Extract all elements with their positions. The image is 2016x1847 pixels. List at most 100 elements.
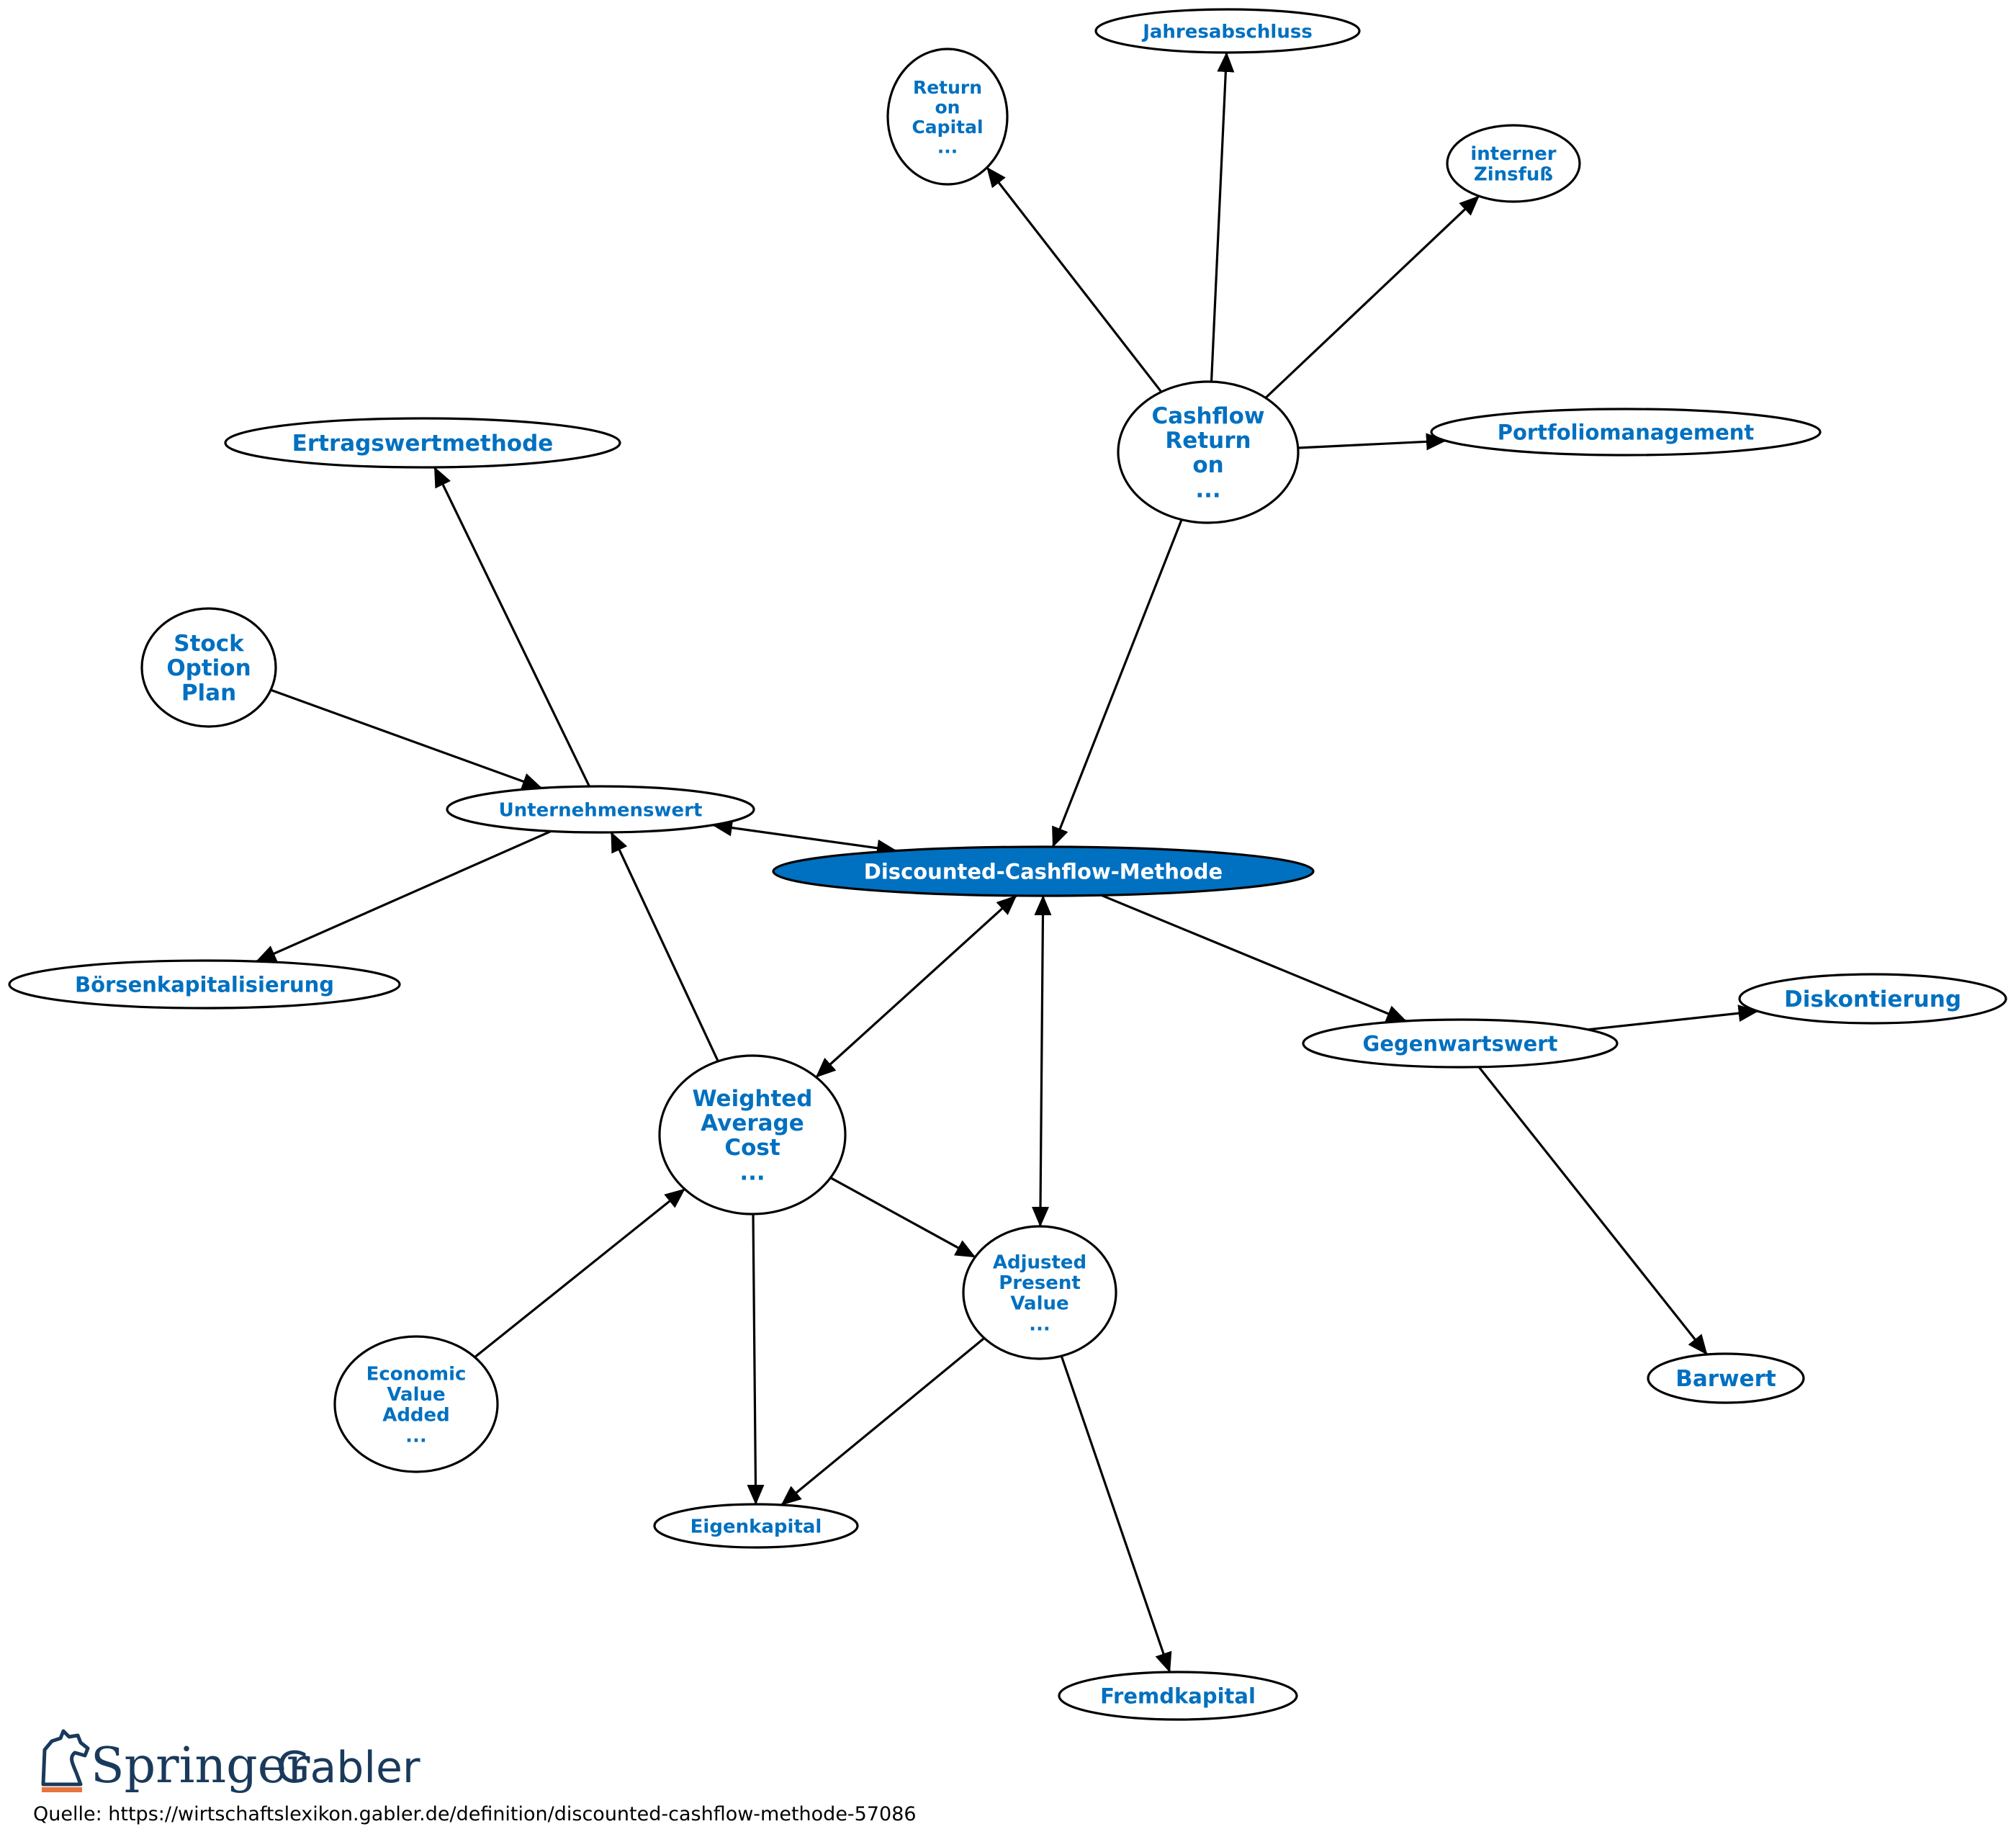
node-label: Fremdkapital [1100,1684,1256,1708]
node-ellipse [140,607,277,728]
node-ellipse [1430,408,1822,457]
node-label: Ertragswertmethode [292,431,554,457]
node-label: Capital [912,117,983,138]
node-dcf[interactable]: Discounted-Cashflow-Methode [772,845,1315,897]
node-label: Zinsfuß [1474,164,1553,186]
edge-uw-boerse [256,830,552,963]
node-label: Option [166,655,251,681]
node-label: on [1192,452,1223,478]
node-cfroi[interactable]: CashflowReturnon... [1117,380,1300,524]
node-label: Jahresabschluss [1141,21,1313,42]
node-ellipse [886,48,1009,186]
node-label: on [935,96,960,117]
node-label: Börsenkapitalisierung [75,972,334,997]
node-label: Value [387,1384,445,1406]
node-ellipse [8,959,401,1010]
node-boerse[interactable]: Börsenkapitalisierung [8,959,401,1010]
node-gegen[interactable]: Gegenwartswert [1302,1018,1619,1069]
node-roc[interactable]: ReturnonCapital... [886,48,1009,186]
node-ellipse [446,785,755,834]
knight-logo-icon [41,1729,90,1792]
node-uw[interactable]: Unternehmenswert [446,785,755,834]
node-label: interner [1470,143,1556,165]
node-label: ... [1029,1313,1050,1335]
edge-gegen-barwert [1477,1066,1709,1356]
node-ellipse [333,1335,499,1473]
node-jahres[interactable]: Jahresabschluss [1094,8,1361,54]
node-label: Adjusted [993,1251,1086,1273]
edge-apv-eigen [780,1337,986,1506]
node-label: Plan [181,680,236,706]
node-label: Cost [724,1135,780,1161]
node-ellipse [653,1503,859,1549]
nodes: Discounted-Cashflow-MethodeCashflowRetur… [8,8,2007,1721]
node-ellipse [224,417,621,469]
node-label: Eigenkapital [690,1516,822,1537]
node-ellipse [1117,380,1300,524]
node-ellipse [1647,1352,1805,1404]
edge-cfroi-jahres [1210,52,1235,382]
node-label: Barwert [1675,1366,1776,1392]
edge-eva-wacc [474,1188,685,1359]
node-apv[interactable]: AdjustedPresentValue... [962,1225,1117,1360]
node-eigen[interactable]: Eigenkapital [653,1503,859,1549]
edge-cfroi-izf [1264,195,1480,399]
node-label: Cashflow [1151,403,1264,429]
node-label: ... [739,1159,765,1185]
node-label: Portfoliomanagement [1498,420,1755,444]
node-label: Unternehmenswert [499,799,703,821]
edge-stock-uw [270,688,543,790]
edge-gegen-diskont [1588,1005,1759,1031]
node-ellipse [1302,1018,1619,1069]
node-label: Weighted [692,1086,812,1112]
node-eva[interactable]: EconomicValueAdded... [333,1335,499,1473]
edges [256,52,1759,1673]
edge-cfroi-roc [986,166,1163,393]
node-ertrag[interactable]: Ertragswertmethode [224,417,621,469]
source-text: Quelle: https://wirtschaftslexikon.gable… [33,1803,917,1825]
node-diskont[interactable]: Diskontierung [1738,973,2007,1025]
edge-apv-fremd [1060,1355,1172,1673]
node-ellipse [962,1225,1117,1360]
springer-gabler-logo: Springer Gabler [41,1729,420,1794]
node-ellipse [1446,124,1581,203]
node-ellipse [658,1054,847,1215]
edge-wacc-apv [829,1177,976,1259]
node-ellipse [772,845,1315,897]
edge-dcf-wacc [815,894,1017,1079]
node-wacc[interactable]: WeightedAverageCost... [658,1054,847,1215]
edge-uw-dcf [711,819,897,857]
node-label: Diskontierung [1784,987,1961,1012]
node-label: Stock [174,631,245,657]
node-label: Discounted-Cashflow-Methode [864,859,1223,884]
edge-cfroi-portfolio [1297,433,1446,451]
node-portfolio[interactable]: Portfoliomanagement [1430,408,1822,457]
node-label: Value [1010,1293,1068,1315]
edge-wacc-uw [610,832,719,1062]
node-label: ... [405,1425,427,1447]
edge-dcf-apv [1032,895,1052,1228]
logo-sub: Gabler [276,1743,420,1793]
node-ellipse [1094,8,1361,54]
node-ellipse [1058,1671,1298,1721]
node-fremd[interactable]: Fremdkapital [1058,1671,1298,1721]
node-label: Return [1165,428,1251,454]
node-label: Return [913,77,982,98]
logo-brand: Springer [91,1738,310,1794]
node-label: ... [1195,477,1220,503]
node-label: Present [999,1272,1081,1294]
node-label: ... [937,136,958,157]
edge-wacc-eigen [747,1213,765,1505]
edge-dcf-gegen [1100,894,1407,1023]
edge-uw-ertrag [433,467,590,787]
edge-cfroi-dcf [1051,519,1183,848]
node-label: Added [382,1405,450,1426]
node-barwert[interactable]: Barwert [1647,1352,1805,1404]
node-label: Gegenwartswert [1363,1031,1558,1056]
node-label: Average [701,1110,804,1136]
node-ellipse [1738,973,2007,1025]
node-label: Economic [366,1363,467,1385]
